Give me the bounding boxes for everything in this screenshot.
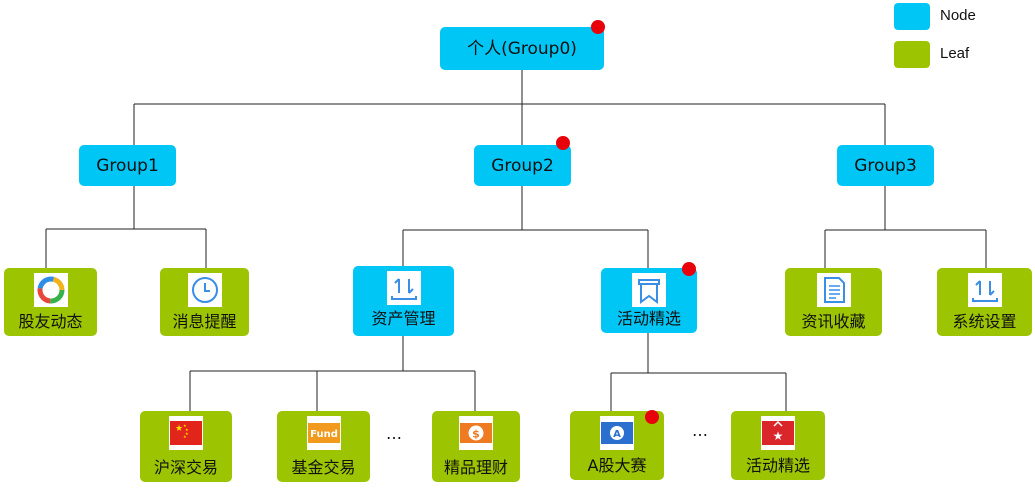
group3-label: Group3 [854,155,917,176]
group2-node[interactable]: Group2 [474,145,571,186]
leaf-label: 基金交易 [291,458,356,477]
clock-icon [187,273,222,307]
ring-icon [33,273,68,307]
document-icon [816,273,851,307]
svg-text:★: ★ [183,423,187,428]
group2-badge [556,136,570,150]
svg-text:★: ★ [183,434,187,439]
svg-text:★: ★ [185,427,189,432]
dollar-coin-icon: $ [459,416,493,450]
leaf-news-favorites[interactable]: 资讯收藏 [785,268,882,336]
node-label: 资产管理 [371,309,436,328]
fund-icon-text: Fund [310,429,338,440]
svg-text:★: ★ [773,429,784,443]
leaf-label: A股大赛 [587,456,647,475]
activity-ellipsis: … [692,421,708,440]
leaf-label: 活动精选 [745,456,810,475]
svg-text:★: ★ [185,431,189,436]
a-share-badge [645,410,659,424]
root-badge [591,20,605,34]
svg-text:★: ★ [175,424,183,434]
leaf-system-settings[interactable]: 系统设置 [937,268,1032,336]
leaf-message-reminder[interactable]: 消息提醒 [160,268,249,336]
group2-label: Group2 [491,155,554,176]
bookmark-icon [632,273,666,307]
leaf-label: 精品理财 [443,458,508,477]
group1-label: Group1 [96,155,159,176]
group3-node[interactable]: Group3 [837,145,934,186]
legend-node-swatch [894,3,930,30]
activity-badge [682,262,696,276]
leaf-label: 股友动态 [18,312,83,331]
leaf-fund-trading[interactable]: Fund 基金交易 [277,411,370,482]
leaf-label: 资讯收藏 [801,312,866,331]
transfer-icon [967,273,1002,307]
asset-ellipsis: … [386,424,402,443]
leaf-label: 沪深交易 [153,458,218,477]
china-flag-icon: ★ ★ ★ ★ ★ [169,416,203,450]
root-node[interactable]: 个人(Group0) [440,27,604,70]
star-flag-icon: ★ [761,416,795,450]
node-asset-management[interactable]: 资产管理 [353,266,454,336]
node-activity-selection[interactable]: 活动精选 [601,268,697,333]
node-label: 活动精选 [616,309,681,328]
svg-text:A: A [613,429,621,440]
transfer-icon [386,271,421,305]
leaf-stock-friends[interactable]: 股友动态 [4,268,97,336]
legend-leaf-swatch [894,41,930,68]
svg-text:$: $ [472,428,480,441]
root-node-label: 个人(Group0) [467,38,577,59]
leaf-shanghai-shenzhen-trading[interactable]: ★ ★ ★ ★ ★ 沪深交易 [140,411,232,482]
leaf-activity-selection[interactable]: ★ 活动精选 [731,411,825,480]
group1-node[interactable]: Group1 [79,145,176,186]
leaf-premium-wealth[interactable]: $ 精品理财 [432,411,520,482]
a-badge-icon: A [600,416,634,450]
fund-icon: Fund [306,416,341,450]
leaf-label: 消息提醒 [172,312,237,331]
legend-node-label: Node [940,7,976,24]
leaf-label: 系统设置 [952,312,1017,331]
legend-leaf-label: Leaf [940,45,970,62]
